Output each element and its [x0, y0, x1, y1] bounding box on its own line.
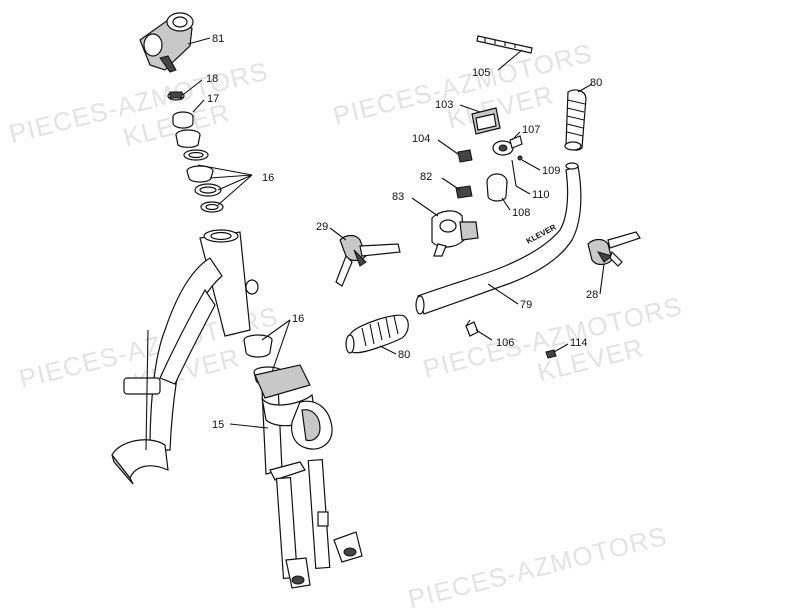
callout-107: 107	[522, 124, 540, 136]
callout-80-top: 80	[590, 77, 602, 89]
leader-107	[511, 131, 521, 141]
callout-83: 83	[392, 191, 404, 203]
callout-108: 108	[512, 207, 530, 219]
leader-103	[459, 104, 481, 113]
part-29-brake-lever-left[interactable]	[335, 234, 401, 287]
part-106-clip[interactable]	[465, 319, 479, 337]
leader-18	[183, 79, 203, 95]
leader-104	[437, 139, 459, 155]
callout-82: 82	[420, 171, 432, 183]
part-15-fork[interactable]	[254, 364, 363, 589]
part-18-nut[interactable]	[167, 91, 185, 101]
leader-106	[475, 329, 493, 341]
leader-80b	[379, 345, 397, 355]
callout-16-top: 16	[262, 172, 274, 184]
part-108-bell[interactable]	[486, 173, 508, 202]
part-110-pin[interactable]	[511, 159, 517, 187]
leader-16a	[197, 164, 253, 206]
leader-108	[501, 197, 511, 211]
leader-80a	[577, 83, 593, 93]
callout-17: 17	[207, 93, 219, 105]
leader-81	[187, 37, 211, 45]
part-82-bracket[interactable]	[455, 185, 473, 199]
part-105-cable[interactable]	[476, 35, 533, 54]
part-83-throttle[interactable]	[431, 210, 479, 257]
leader-16b	[261, 319, 291, 373]
parts-diagram: PIECES-AZMOTORS KLEVER PIECES-AZMOTORS K…	[6, 12, 685, 614]
callout-110: 110	[532, 189, 550, 201]
part-17-top-cap[interactable]	[172, 111, 194, 129]
part-103-display[interactable]	[471, 107, 501, 135]
leader-17	[192, 99, 205, 113]
callout-28: 28	[586, 289, 598, 301]
part-114-screw[interactable]	[545, 349, 557, 359]
callout-103: 103	[435, 99, 453, 111]
frame[interactable]	[111, 229, 259, 485]
leader-114	[553, 343, 569, 353]
callout-81: 81	[212, 33, 224, 45]
leader-15	[229, 423, 269, 429]
leader-109	[521, 159, 541, 171]
part-28-brake-lever-right[interactable]	[587, 231, 641, 267]
part-80-grip-left[interactable]	[345, 314, 409, 354]
callout-109: 109	[542, 165, 560, 177]
callout-104: 104	[412, 133, 430, 145]
leader-29	[329, 227, 347, 241]
leader-82	[441, 177, 461, 191]
callout-105: 105	[472, 67, 490, 79]
leader-83	[411, 197, 439, 217]
callout-106: 106	[496, 337, 514, 349]
leader-79	[487, 283, 519, 305]
callout-29: 29	[316, 221, 328, 233]
part-109-screw[interactable]	[517, 155, 523, 161]
part-107-clamp[interactable]	[492, 135, 523, 156]
part-81-stem[interactable]	[139, 12, 194, 73]
callout-114: 114	[570, 337, 588, 349]
callout-18: 18	[206, 73, 218, 85]
callout-16-bottom: 16	[292, 313, 304, 325]
part-104-switch[interactable]	[457, 149, 473, 163]
callout-79: 79	[520, 299, 532, 311]
part-16-headset-set[interactable]	[175, 129, 224, 213]
exploded-view-svg: 81 18 17	[111, 12, 641, 589]
callout-15: 15	[212, 419, 224, 431]
leader-105	[497, 49, 523, 71]
part-80-grip-right[interactable]	[564, 89, 587, 151]
callout-80-bottom: 80	[398, 349, 410, 361]
leader-28	[599, 263, 605, 295]
leader-110	[515, 185, 531, 195]
